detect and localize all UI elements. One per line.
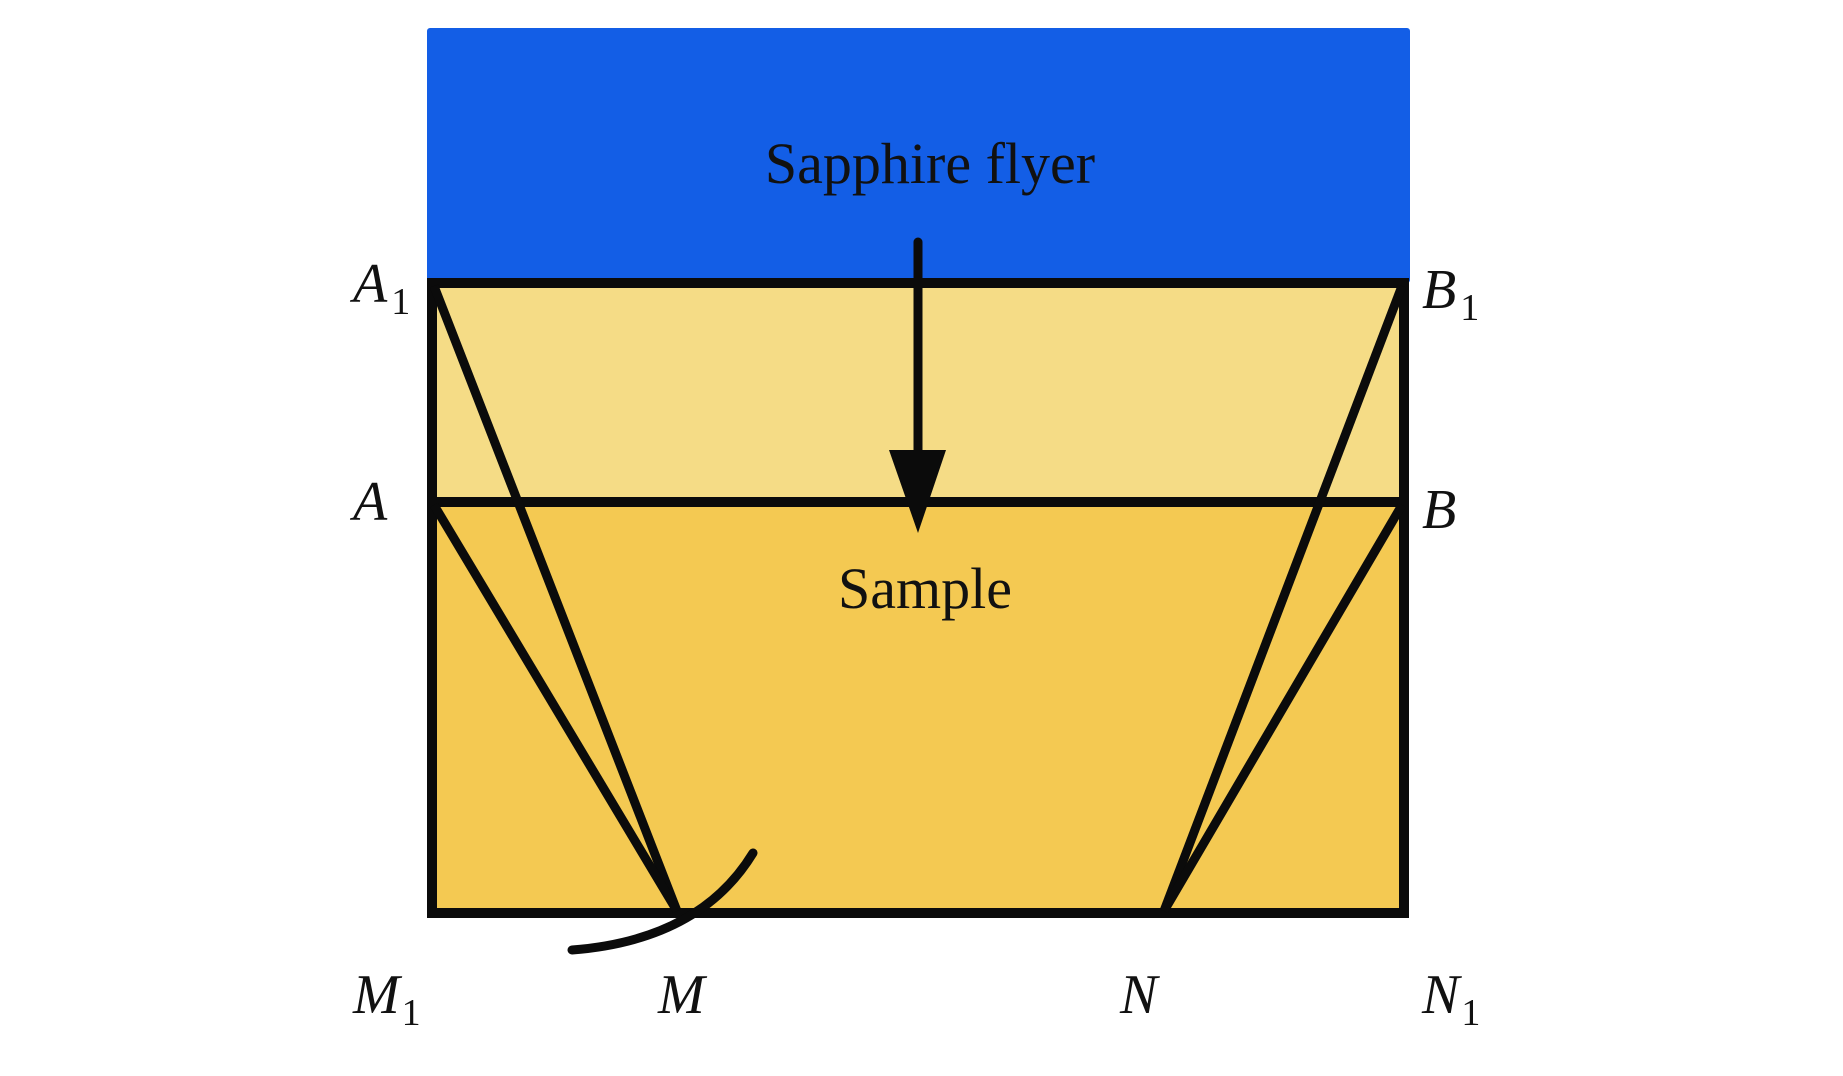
impact-arrow-icon: [889, 237, 946, 533]
line-A-M: [430, 502, 681, 914]
point-label-main: M: [352, 964, 403, 1026]
point-label-M: M: [657, 964, 708, 1026]
sample-label: Sample: [838, 556, 1012, 621]
point-label-main: A: [349, 253, 388, 315]
point-label-main: N: [1421, 964, 1462, 1026]
flyer-label: Sapphire flyer: [765, 131, 1095, 196]
point-label-subscript: 1: [391, 281, 410, 323]
line-B-N: [1160, 502, 1406, 914]
point-label-M1: M1: [352, 964, 421, 1034]
curved-wavefront: [567, 848, 758, 955]
point-label-main: B: [1422, 259, 1456, 321]
line-B1-N: [1159, 284, 1407, 913]
point-label-main: B: [1422, 479, 1456, 541]
point-label-subscript: 1: [1460, 287, 1479, 329]
point-label-subscript: 1: [1461, 992, 1480, 1034]
point-label-B: B: [1422, 479, 1456, 541]
point-label-main: N: [1119, 964, 1160, 1026]
point-label-subscript: 1: [402, 992, 421, 1034]
point-label-N1: N1: [1421, 964, 1480, 1034]
line-A1-M: [429, 284, 682, 913]
point-label-A: A: [349, 471, 388, 533]
point-label-main: A: [349, 471, 388, 533]
point-label-main: M: [657, 964, 708, 1026]
point-label-N: N: [1119, 964, 1160, 1026]
sapphire-flyer-block: [427, 28, 1410, 283]
